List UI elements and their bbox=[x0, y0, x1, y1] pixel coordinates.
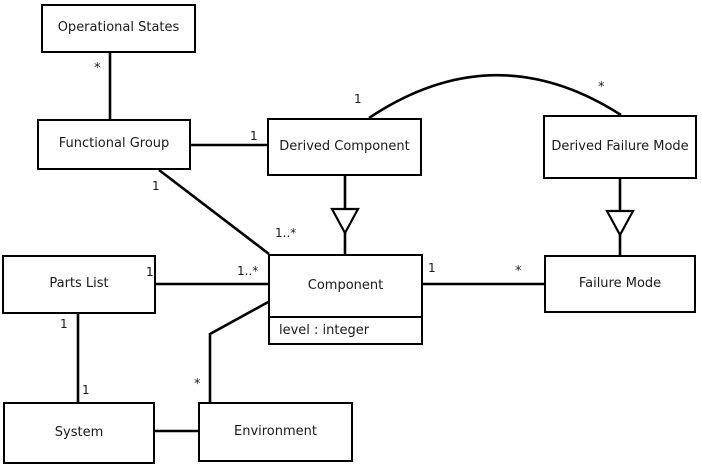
multiplicity-opstates-to-fgroup: * bbox=[94, 61, 101, 76]
class-box-system[interactable]: System bbox=[3, 402, 155, 464]
class-box-environment[interactable]: Environment bbox=[198, 402, 353, 462]
multiplicity-fgroup-to-component: 1 bbox=[152, 179, 160, 193]
class-box-component[interactable]: Component level : integer bbox=[268, 254, 423, 345]
multiplicity-dcomponent-arc-start: 1 bbox=[354, 92, 362, 106]
class-name-system: System bbox=[54, 424, 104, 440]
multiplicity-component-from-fgroup: 1..* bbox=[275, 226, 297, 240]
multiplicity-partslist-to-component: 1 bbox=[146, 265, 154, 279]
class-box-derived-component[interactable]: Derived Component bbox=[267, 118, 422, 176]
edge-environment-component bbox=[208, 299, 271, 402]
edge-line bbox=[368, 74, 622, 120]
edge-line bbox=[208, 299, 271, 402]
class-attribute: level : integer bbox=[279, 323, 370, 338]
multiplicity-partslist-to-system: 1 bbox=[60, 317, 68, 331]
generalization-triangle-icon bbox=[330, 207, 360, 236]
edge-fgroup-component bbox=[158, 168, 270, 256]
class-name-derived-component: Derived Component bbox=[279, 138, 410, 154]
class-box-derived-failure-mode[interactable]: Derived Failure Mode bbox=[543, 115, 697, 179]
class-name-failure-mode: Failure Mode bbox=[578, 275, 662, 291]
class-box-functional-group[interactable]: Functional Group bbox=[37, 119, 191, 170]
class-box-parts-list[interactable]: Parts List bbox=[2, 255, 156, 314]
class-name-functional-group: Functional Group bbox=[58, 136, 170, 152]
class-name-derived-failure-mode: Derived Failure Mode bbox=[551, 138, 689, 154]
multiplicity-system-from-partslist: 1 bbox=[82, 383, 90, 397]
edge-dcomponent-dfailuremode-arc bbox=[368, 74, 622, 120]
class-name-environment: Environment bbox=[233, 423, 317, 439]
edge-dcomponent-component-generalization bbox=[330, 176, 360, 254]
edge-dfailuremode-failuremode-generalization bbox=[605, 179, 635, 255]
class-name-operational-states: Operational States bbox=[57, 20, 180, 36]
multiplicity-component-from-partslist: 1..* bbox=[237, 264, 259, 278]
generalization-triangle-icon bbox=[605, 209, 635, 238]
class-box-failure-mode[interactable]: Failure Mode bbox=[544, 255, 696, 313]
multiplicity-component-to-failure: 1 bbox=[428, 261, 436, 275]
edge-line bbox=[158, 168, 270, 256]
multiplicity-fgroup-to-dcomponent: 1 bbox=[250, 129, 258, 143]
class-name-parts-list: Parts List bbox=[49, 276, 109, 292]
multiplicity-failure-from-component: * bbox=[515, 264, 522, 279]
class-box-operational-states[interactable]: Operational States bbox=[41, 4, 196, 53]
class-name-component: Component bbox=[307, 277, 384, 293]
class-attributes-component: level : integer bbox=[270, 316, 421, 343]
multiplicity-dfailuremode-arc-end: * bbox=[598, 80, 605, 95]
multiplicity-environment-to-component: * bbox=[194, 377, 201, 392]
